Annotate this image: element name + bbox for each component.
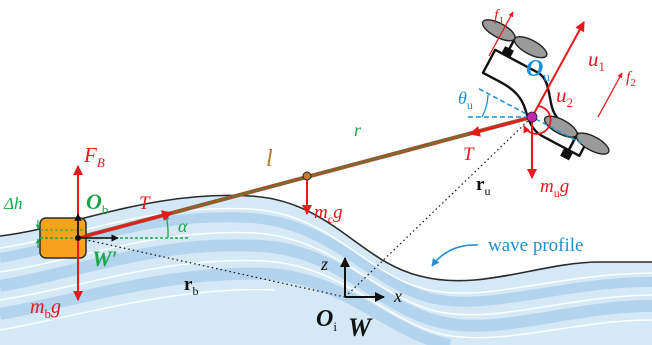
label-uav-weight: mug — [540, 176, 569, 200]
rotor-force-f1-arrow — [488, 11, 514, 57]
label-rope-r: r — [354, 120, 362, 140]
label-theta-u: θu — [458, 88, 473, 112]
label-inertial-origin: Oi — [316, 306, 337, 334]
label-delta-h: Δh — [3, 194, 22, 213]
label-buoyancy-force: FB — [83, 143, 105, 170]
label-alpha: α — [178, 216, 188, 236]
wave-surface-line — [0, 194, 652, 282]
label-r-b: rb — [184, 274, 198, 298]
torque-u2-arc — [523, 105, 552, 135]
label-inertial-frame-w: W — [348, 313, 373, 342]
rope-midpoint — [302, 171, 312, 181]
label-r-u: ru — [476, 174, 490, 198]
position-vector-rb — [77, 237, 346, 298]
uav-attach-point — [526, 111, 538, 123]
position-vector-ru — [344, 116, 533, 298]
wave-profile-pointer — [431, 244, 479, 267]
water-body — [0, 194, 652, 345]
uav — [478, 19, 610, 161]
label-wave-profile: wave profile — [488, 235, 583, 256]
label-buoy-weight: mbg — [30, 296, 61, 321]
theta-arc — [481, 94, 489, 118]
label-rope-weight: mcg — [314, 202, 343, 226]
label-tension-buoy: T — [139, 193, 151, 214]
label-rotor-f2: f2 — [626, 69, 636, 89]
label-z-axis: z — [320, 254, 328, 274]
label-rope-length: l — [266, 146, 273, 172]
label-buoy-origin: Ob — [86, 189, 108, 217]
label-w-prime: W′ — [92, 246, 118, 271]
label-uav-origin: Ou — [526, 56, 550, 84]
label-rotor-f1: f1 — [494, 7, 504, 27]
tension-arrow-uav — [468, 115, 533, 137]
label-torque-u2: u2 — [556, 83, 573, 110]
label-tension-uav: T — [463, 144, 475, 165]
rotor-force-f2-arrow — [597, 72, 623, 118]
buoy-origin-point — [75, 235, 81, 241]
tension-arrow-buoy — [77, 210, 174, 240]
label-thrust-u1: u1 — [588, 47, 605, 74]
label-x-axis: x — [393, 286, 402, 306]
thrust-u1-arrow — [531, 21, 585, 118]
